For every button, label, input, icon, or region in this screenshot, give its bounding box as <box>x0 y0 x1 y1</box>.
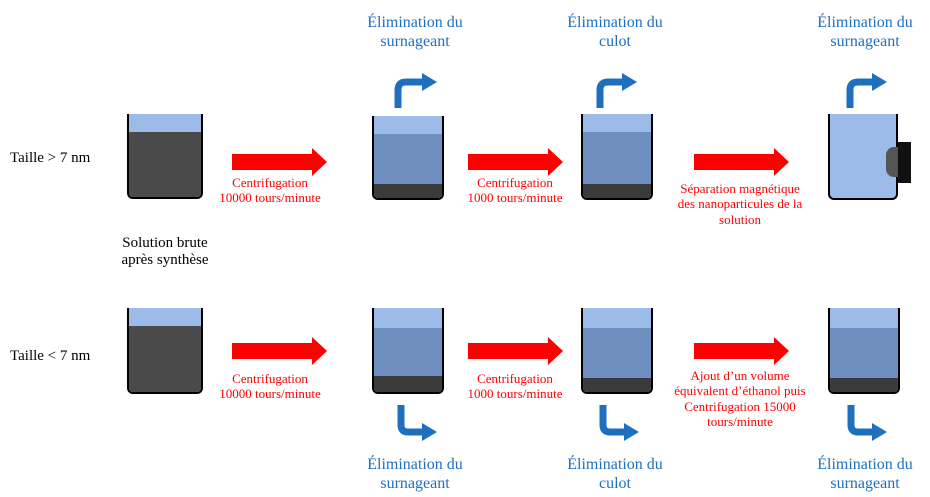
beaker-bottom-2 <box>581 308 653 394</box>
elimination-arrow-bottom-2 <box>599 405 626 436</box>
process-arrow-bottom-3 <box>694 337 789 365</box>
step-line: 1000 tours/minute <box>467 386 563 402</box>
suspension-layer <box>374 328 442 376</box>
step-label-top-1: Centrifugation 10000 tours/minute <box>200 175 340 206</box>
step-label-top-2: Centrifugation 1000 tours/minute <box>445 175 585 206</box>
step-line: Centrifugation <box>232 371 308 386</box>
step-line: Centrifugation <box>232 175 308 190</box>
step-line: Centrifugation <box>477 175 553 190</box>
elimination-arrow-bottom-3 <box>847 405 874 436</box>
crude-layer <box>129 132 201 197</box>
suspension-layer <box>830 328 898 378</box>
crude-solution-label: Solution brute après synthèse <box>100 235 230 270</box>
step-label-bottom-2: Centrifugation 1000 tours/minute <box>445 371 585 402</box>
crude-solution-line-2: après synthèse <box>121 252 209 269</box>
elim-line: surnageant <box>830 33 900 51</box>
elim-line: Élimination du <box>567 14 663 31</box>
suspension-layer <box>583 132 651 184</box>
crude-solution-line-1: Solution brute <box>122 235 208 251</box>
row-label-small: Taille < 7 nm <box>10 348 91 364</box>
elim-line: Élimination du <box>817 14 913 31</box>
pellet-layer <box>374 184 442 198</box>
beaker-crude-bottom <box>127 308 203 394</box>
supernatant-layer <box>583 308 651 328</box>
liquid-clear-layer <box>129 308 201 326</box>
step-line: 10000 tours/minute <box>219 386 321 402</box>
beaker-bottom-3 <box>828 308 900 394</box>
step-line: Centrifugation 15000 <box>684 398 796 414</box>
elimination-arrow-top-1 <box>394 78 424 108</box>
supernatant-layer <box>583 114 651 132</box>
crude-layer <box>129 326 201 392</box>
magnet <box>898 142 911 183</box>
step-line: Centrifugation <box>477 371 553 386</box>
step-line: Ajout d’un volume <box>690 368 790 383</box>
process-arrow-top-1 <box>232 148 327 176</box>
step-line: des nanoparticules de la <box>677 196 803 212</box>
step-line: 10000 tours/minute <box>219 190 321 206</box>
elimination-label-top-3: Élimination du surnageant <box>800 13 930 51</box>
step-line: tours/minute <box>707 413 773 429</box>
elim-line: surnageant <box>380 475 450 493</box>
elimination-label-bottom-2: Élimination du culot <box>550 455 680 493</box>
process-arrow-top-3 <box>694 148 789 176</box>
supernatant-layer <box>374 308 442 328</box>
process-arrow-bottom-2 <box>468 337 563 365</box>
elimination-label-bottom-1: Élimination du surnageant <box>350 455 480 493</box>
pellet-layer <box>830 378 898 392</box>
process-arrow-bottom-1 <box>232 337 327 365</box>
liquid-clear-layer <box>129 114 201 132</box>
beaker-top-2 <box>581 114 653 200</box>
row-label-large: Taille > 7 nm <box>10 150 91 166</box>
magnet-contact <box>886 147 900 177</box>
elim-line: Élimination du <box>817 456 913 473</box>
pellet-layer <box>374 376 442 392</box>
pellet-layer <box>583 378 651 392</box>
elim-line: surnageant <box>830 475 900 493</box>
step-line: équivalent d’éthanol puis <box>674 383 806 399</box>
elimination-arrow-top-2 <box>596 78 624 108</box>
elimination-arrow-bottom-1 <box>397 405 424 436</box>
elim-line: culot <box>599 475 631 493</box>
elim-line: surnageant <box>380 33 450 51</box>
beaker-top-1 <box>372 116 444 200</box>
elimination-label-bottom-3: Élimination du surnageant <box>800 455 930 493</box>
elim-line: Élimination du <box>567 456 663 473</box>
beaker-bottom-1 <box>372 308 444 394</box>
pellet-layer <box>583 184 651 198</box>
elim-line: Élimination du <box>367 456 463 473</box>
elim-line: culot <box>599 33 631 51</box>
beaker-crude-top <box>127 114 203 199</box>
elimination-label-top-2: Élimination du culot <box>550 13 680 51</box>
elimination-label-top-1: Élimination du surnageant <box>350 13 480 51</box>
elimination-arrow-top-3 <box>846 78 874 108</box>
elim-line: Élimination du <box>367 14 463 31</box>
step-line: 1000 tours/minute <box>467 190 563 206</box>
step-line: Séparation magnétique <box>680 181 800 196</box>
supernatant-layer <box>830 308 898 328</box>
step-label-bottom-3: Ajout d’un volume équivalent d’éthanol p… <box>660 368 820 429</box>
supernatant-layer <box>374 116 442 134</box>
step-label-top-3: Séparation magnétique des nanoparticules… <box>655 181 825 227</box>
suspension-layer <box>374 134 442 184</box>
step-line: solution <box>719 211 761 227</box>
step-label-bottom-1: Centrifugation 10000 tours/minute <box>200 371 340 402</box>
suspension-layer <box>583 328 651 378</box>
process-arrow-top-2 <box>468 148 563 176</box>
